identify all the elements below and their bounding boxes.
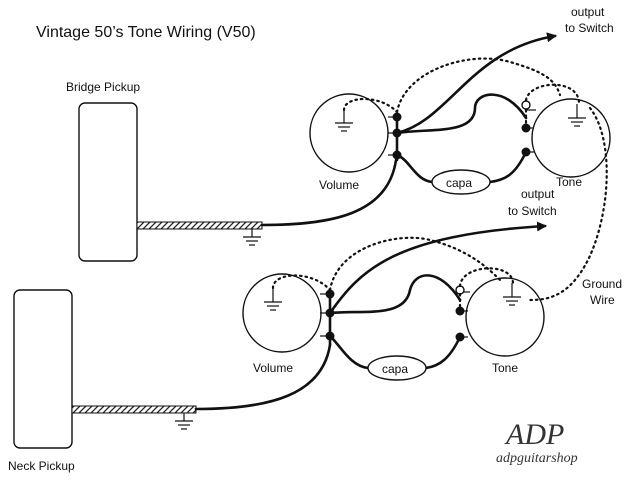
ground-wire-label-line1: Ground (582, 277, 622, 291)
ground-symbol-icon (335, 110, 353, 132)
ground-wire (528, 106, 608, 302)
bridge-pickup-hot-wire (260, 158, 398, 227)
top-ground-run (395, 57, 562, 114)
bottom-capacitor-label: capa (382, 362, 408, 376)
top-output-label-line1: output (571, 5, 605, 19)
ground-symbol-icon (503, 283, 521, 306)
solder-joint (392, 112, 402, 122)
neck-pickup (13, 289, 73, 449)
logo-text: adpguitarshop (496, 451, 578, 466)
ground-symbol-icon (568, 104, 586, 127)
tone-lug-unused (521, 100, 531, 110)
neck-pickup-label: Neck Pickup (8, 459, 75, 473)
bottom-ground-run (328, 236, 502, 292)
top-tone-label: Tone (556, 175, 582, 189)
bottom-tone-label: Tone (492, 361, 518, 375)
diagram-title: Vintage 50’s Tone Wiring (V50) (36, 24, 256, 41)
solder-joint (521, 123, 531, 133)
top-volume-ground-jumper (342, 98, 399, 114)
potentiometer-icon (242, 273, 322, 353)
bottom-volume-ground-jumper (271, 274, 332, 292)
ground-symbol-icon (243, 229, 261, 246)
potentiometer-icon (465, 277, 545, 357)
bottom-volume-to-tone-wire (328, 274, 462, 315)
bottom-volume-to-capa-wire (328, 334, 370, 370)
ground-wire-label-line2: Wire (590, 293, 615, 307)
logo-monogram: ADP (504, 418, 564, 451)
solder-joint (455, 306, 465, 316)
capacitor-icon (367, 355, 427, 381)
neck-pickup-hot-wire (194, 343, 332, 411)
potentiometer-icon (309, 93, 389, 173)
top-capacitor-label: capa (446, 176, 472, 190)
capacitor-icon (431, 169, 491, 195)
potentiometer-icon (531, 98, 611, 178)
top-volume-to-capa-wire (395, 153, 434, 184)
bottom-capa-to-tone-wire (424, 335, 462, 370)
bottom-output-label-line2: to Switch (508, 204, 557, 218)
top-volume-to-tone-wire (395, 93, 528, 135)
arrow-right-icon (395, 32, 557, 135)
tone-lug-unused (455, 285, 465, 295)
bridge-pickup-label: Bridge Pickup (66, 80, 140, 94)
top-capa-to-tone-wire (488, 150, 528, 184)
solder-joint (325, 289, 335, 299)
bottom-volume-label: Volume (253, 361, 293, 375)
bridge-pickup-shielded-cable (136, 221, 263, 230)
arrow-right-icon (328, 221, 547, 315)
bridge-pickup (78, 102, 138, 262)
ground-symbol-icon (264, 288, 282, 311)
top-volume-label: Volume (319, 178, 359, 192)
bottom-output-label-line1: output (521, 187, 555, 201)
top-output-label-line2: to Switch (565, 21, 614, 35)
ground-symbol-icon (175, 413, 193, 430)
neck-pickup-shielded-cable (71, 405, 197, 414)
